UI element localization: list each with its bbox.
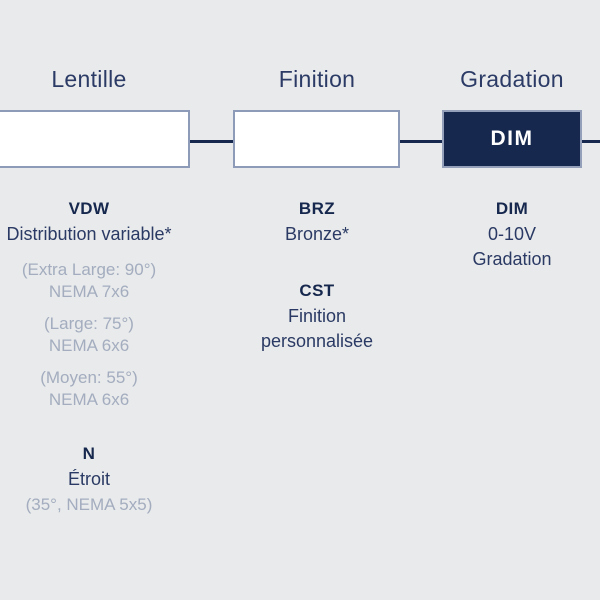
option-detail: (Large: 75°) [44,314,134,333]
option-cst: CST Finition personnalisée [227,278,407,354]
option-detail: NEMA 6x6 [48,390,130,409]
option-detail: NEMA 6x6 [48,336,130,355]
code-box-lentille [0,110,190,168]
column-header-gradation: Gradation [460,66,564,92]
option-name: Bronze* [284,224,350,244]
option-detail: (Moyen: 55°) [40,368,138,387]
option-detail-group: (Moyen: 55°) NEMA 6x6 [0,367,209,411]
option-name: Étroit [67,469,110,489]
option-code: BRZ [298,199,336,218]
connector-line [400,140,442,143]
option-name: Distribution variable* [6,224,172,244]
option-vdw: VDW Distribution variable* (Extra Large:… [0,196,209,411]
connector-line-right-edge [582,140,600,143]
option-code: CST [299,281,335,300]
column-header-lentille: Lentille [51,66,127,92]
option-detail-group: (35°, NEMA 5x5) [0,494,209,516]
option-code: DIM [495,199,529,218]
code-box-finition [233,110,400,168]
code-box-gradation-dim: DIM [442,110,582,168]
option-n: N Étroit (35°, NEMA 5x5) [0,441,209,516]
option-name: 0-10V [487,224,537,244]
connector-line [190,140,233,143]
option-name: Gradation [472,249,552,269]
option-code: VDW [68,199,110,218]
option-detail: NEMA 7x6 [48,282,130,301]
option-brz: BRZ Bronze* [227,196,407,247]
option-detail-group: (Extra Large: 90°) NEMA 7x6 [0,259,209,303]
option-detail: (35°, NEMA 5x5) [25,495,153,514]
option-dim: DIM 0-10V Gradation [422,196,600,272]
option-name: personnalisée [260,331,374,351]
column-header-finition: Finition [278,66,356,92]
option-detail: (Extra Large: 90°) [21,260,157,279]
option-name: Finition [287,306,347,326]
option-code: N [82,444,96,463]
option-detail-group: (Large: 75°) NEMA 6x6 [0,313,209,357]
